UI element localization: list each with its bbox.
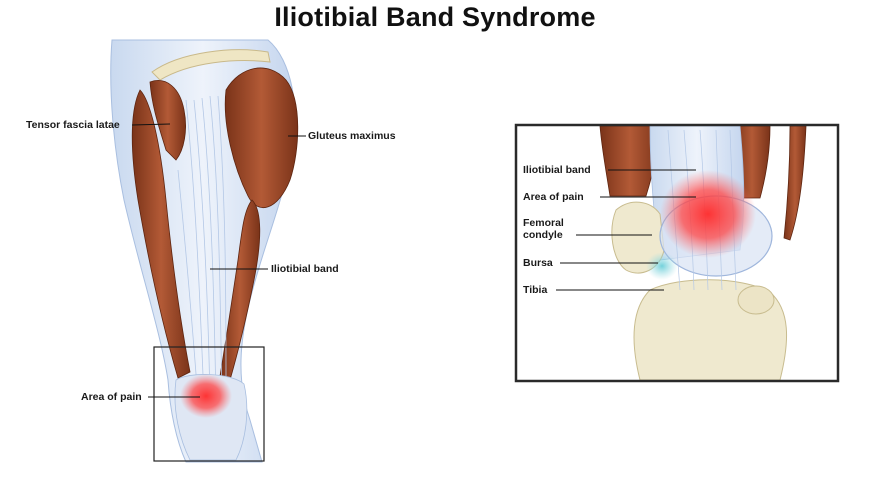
page-title: Iliotibial Band Syndrome (274, 2, 596, 32)
label-iliotibial-band-left: Iliotibial band (271, 263, 339, 275)
iliac-crest (151, 49, 271, 81)
tensor-fascia-latae-muscle (149, 80, 186, 161)
iliotibial-band-fibres (177, 95, 227, 401)
inset-muscle-far-right (783, 126, 807, 241)
inset-bursa (646, 252, 678, 280)
knee-inset-illustration (514, 123, 840, 383)
thigh-illustration (110, 39, 306, 463)
vastus-lateralis-muscle (131, 89, 191, 379)
pain-spot-knee (660, 170, 756, 258)
label-tensor-fascia-latae: Tensor fascia latae (26, 119, 120, 131)
label-femoral: Femoral (523, 217, 564, 229)
label-condyle: condyle (523, 229, 563, 241)
label-gluteus-maximus: Gluteus maximus (308, 130, 396, 142)
pain-spot-thigh (180, 374, 232, 418)
gluteus-maximus-muscle (224, 67, 299, 208)
knee-inset-frame (153, 346, 265, 462)
knee-inset-border (514, 123, 840, 383)
label-tibia: Tibia (523, 284, 548, 296)
label-bursa: Bursa (523, 257, 553, 269)
inset-fibula-head (737, 285, 775, 315)
label-area-of-pain-right: Area of pain (523, 191, 584, 203)
label-iliotibial-band-right: Iliotibial band (523, 164, 591, 176)
leader-tensor (131, 123, 171, 126)
label-area-of-pain-left: Area of pain (81, 391, 142, 403)
